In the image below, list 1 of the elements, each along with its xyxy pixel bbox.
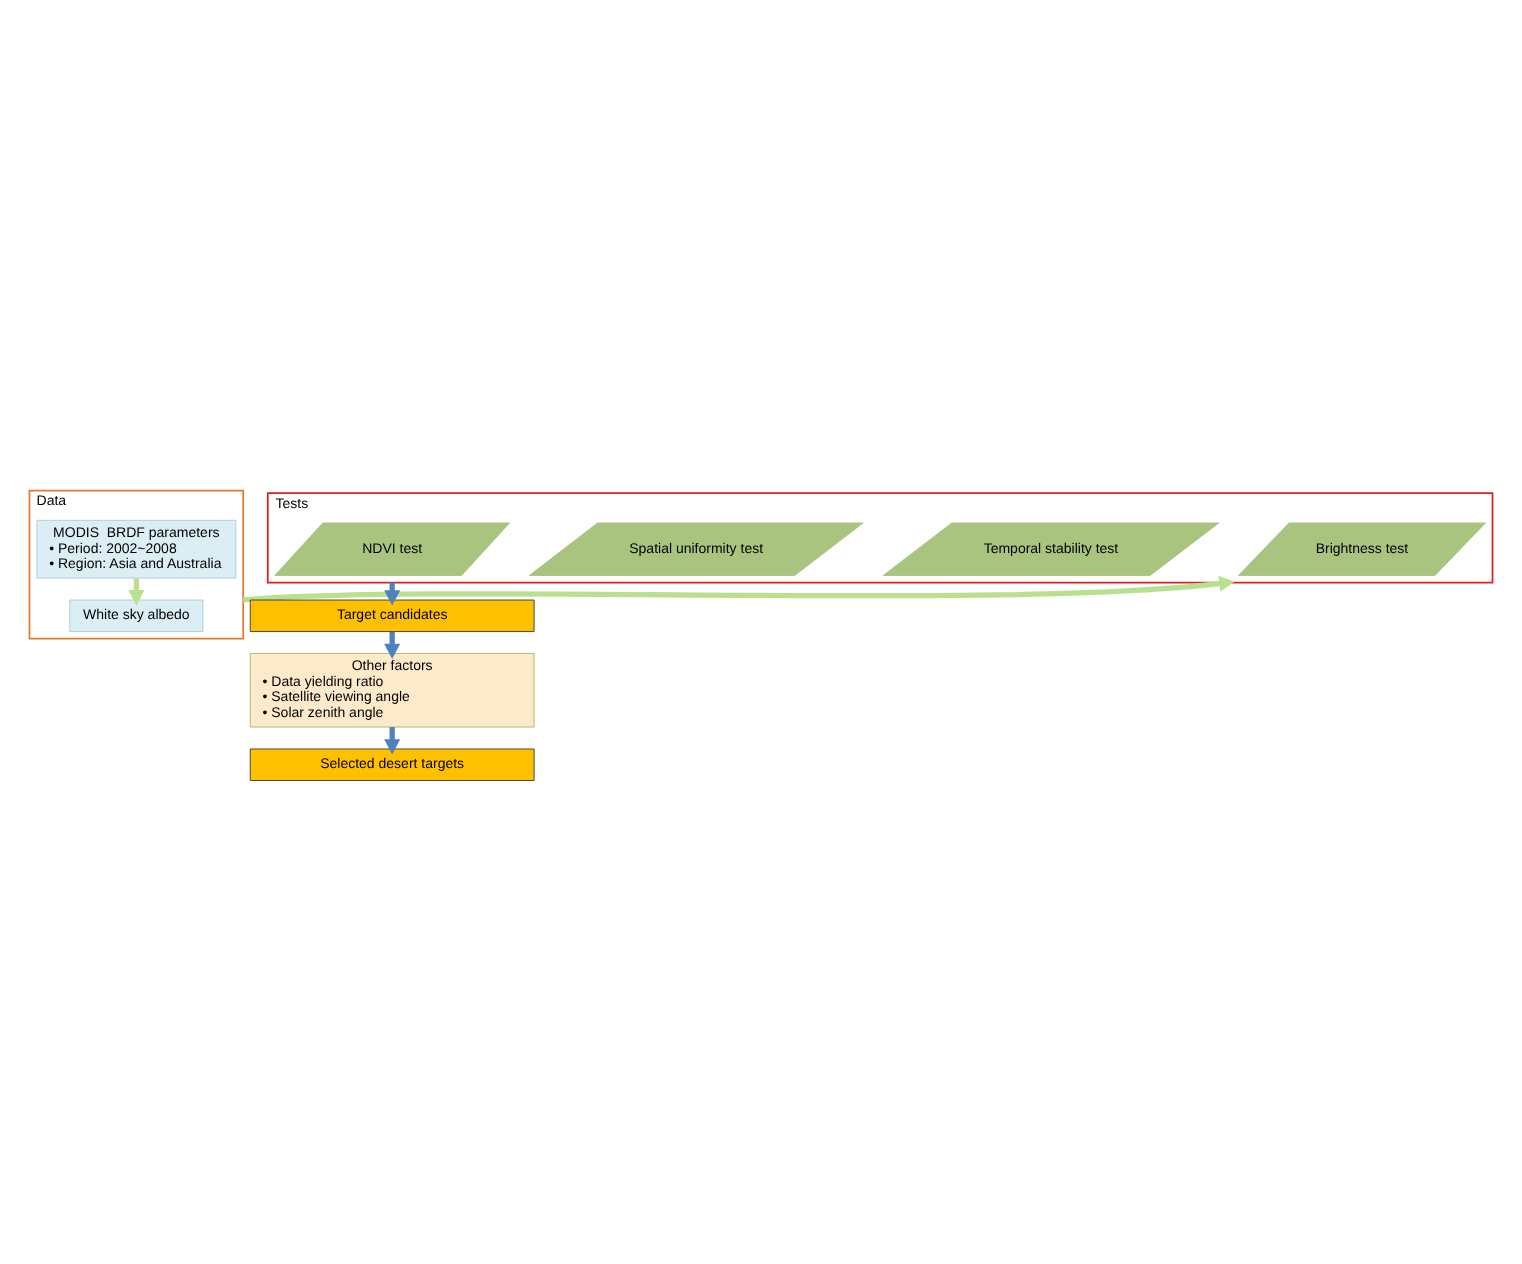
arrow [243, 575, 1235, 603]
